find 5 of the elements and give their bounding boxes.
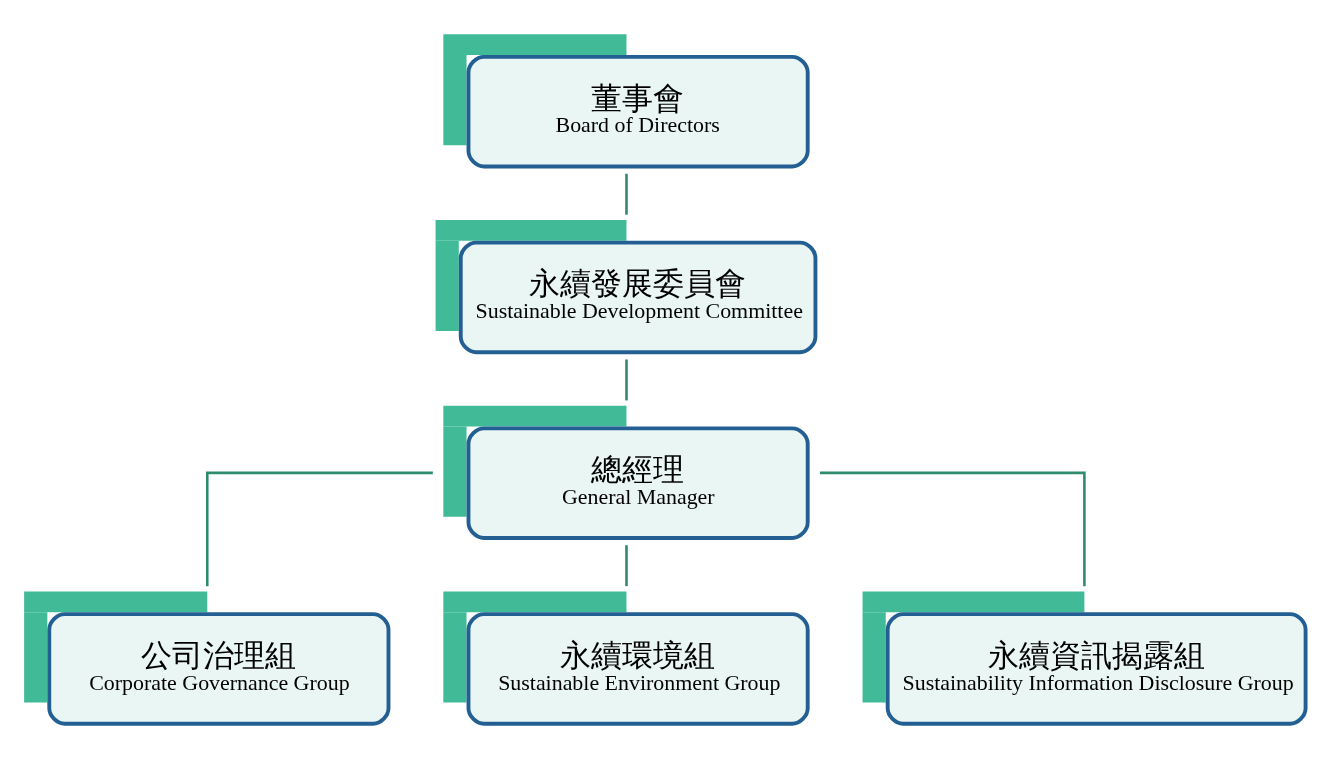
connector <box>625 359 628 401</box>
connector <box>625 173 628 215</box>
connector <box>206 471 433 587</box>
connector <box>625 545 628 587</box>
connector <box>820 471 1086 587</box>
